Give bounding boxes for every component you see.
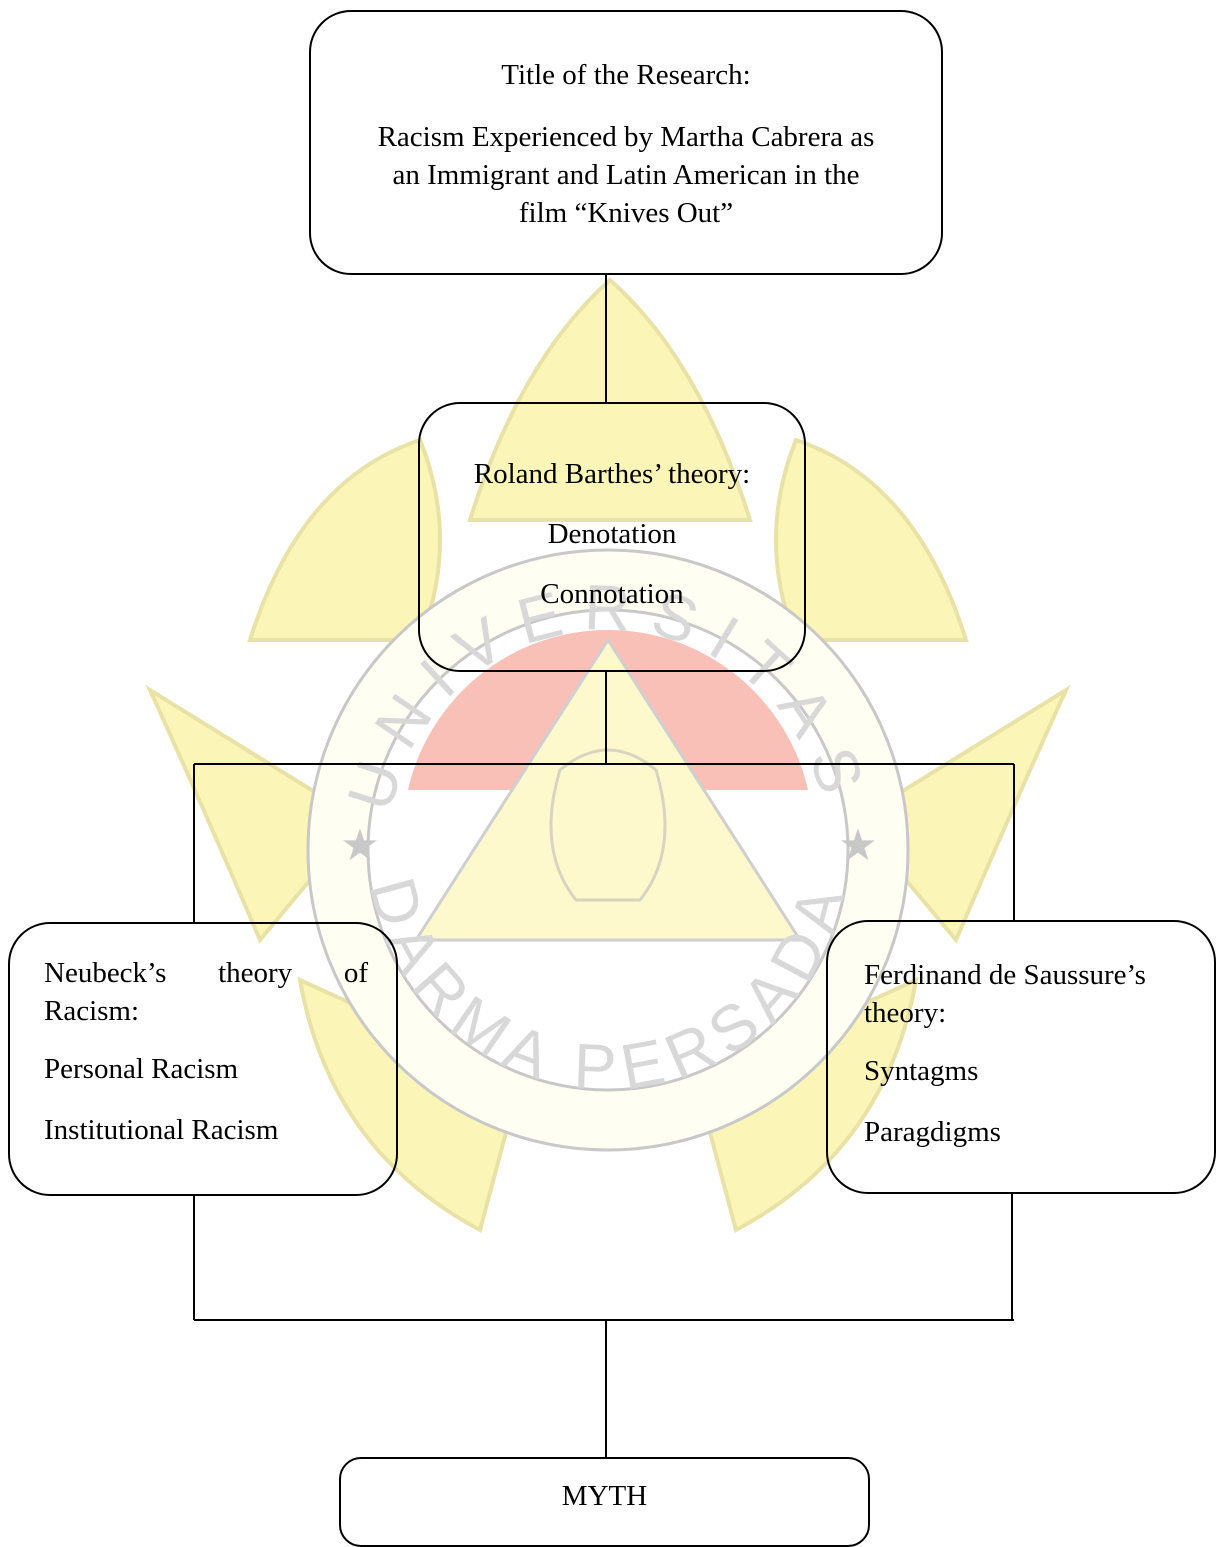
seal-star-left: ★ [340, 821, 379, 870]
neubeck-item: Institutional Racism [44, 1114, 279, 1146]
neubeck-item: Personal Racism [44, 1053, 239, 1085]
title-line: an Immigrant and Latin American in the [392, 159, 860, 191]
seal-petal-right [852, 684, 1071, 944]
saussure-item: Syntagms [864, 1055, 979, 1087]
seal-triangle [413, 637, 803, 942]
barthes-item: Connotation [540, 578, 684, 610]
saussure-heading: Ferdinand de Saussure’s theory: [864, 959, 1146, 1029]
saussure-theory-node: Ferdinand de Saussure’s theory: Syntagms… [826, 920, 1216, 1194]
seal-petal-bottom-right [693, 976, 919, 1233]
seal-petal-top [467, 277, 753, 522]
seal-star-right: ★ [838, 821, 877, 870]
title-line: film “Knives Out” [518, 197, 734, 229]
title-heading: Title of the Research: [501, 59, 751, 91]
neubeck-theory-node: Neubeck’s theory of Racism: Personal Rac… [8, 922, 398, 1196]
myth-label: MYTH [561, 1480, 648, 1512]
seal-petals [145, 277, 1071, 1233]
title-node: Title of the Research: Racism Experience… [309, 10, 943, 275]
seal-petal-bottom-left [297, 976, 523, 1233]
barthes-theory-node: Roland Barthes’ theory: Denotation Conno… [418, 402, 806, 672]
title-line: Racism Experienced by Martha Cabrera as [377, 121, 875, 153]
neubeck-heading: Neubeck’s theory of Racism: [44, 957, 368, 1027]
seal-figure [549, 748, 667, 902]
seal-petal-left [145, 684, 364, 944]
barthes-item: Denotation [547, 518, 677, 550]
myth-node: MYTH [339, 1457, 870, 1547]
saussure-item: Paragdigms [864, 1116, 1001, 1148]
barthes-heading: Roland Barthes’ theory: [473, 458, 751, 490]
